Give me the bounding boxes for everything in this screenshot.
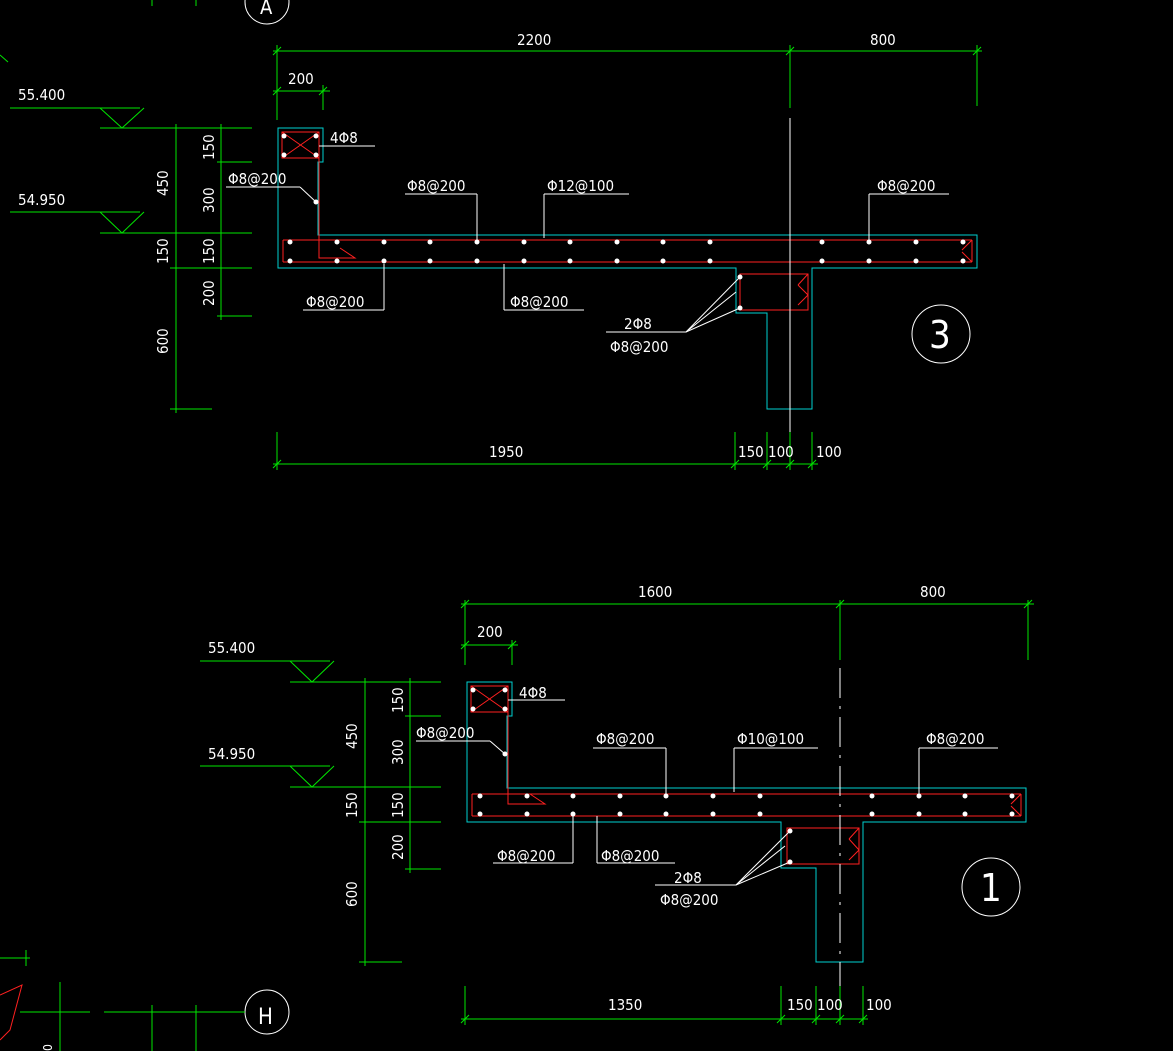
dim-left-600: 600: [154, 328, 172, 354]
dim-left-150c-b: 150: [343, 792, 361, 818]
grid-bubble-a: A: [151, 0, 290, 25]
label-4phi8: 4Φ8: [330, 129, 358, 147]
dim-100a-bot-b: 100: [817, 996, 843, 1014]
label-top-main-b: Φ10@100: [737, 730, 804, 748]
bar-dots-bottom: [470, 687, 1015, 865]
dim-2200: 2200: [517, 31, 551, 49]
dim-100b-bot-b: 100: [866, 996, 892, 1014]
dim-1350: 1350: [608, 996, 642, 1014]
dim-left-150a-b: 150: [389, 687, 407, 713]
dim-left-600-b: 600: [343, 881, 361, 907]
elev-54950-b: 54.950: [208, 745, 255, 763]
dim-left-200-b: 200: [389, 834, 407, 860]
dim-left-300: 300: [200, 187, 218, 213]
section-3: A 2200 800 200 55.400: [0, 0, 982, 470]
slab-outline-1: [466, 681, 1027, 963]
dim-100b-bot: 100: [816, 443, 842, 461]
dim-left-300-b: 300: [389, 739, 407, 765]
section-marker-1: 1: [961, 857, 1021, 917]
top-dimension-chain-1: 1600 800 200: [460, 583, 1034, 665]
dim-left-150a: 150: [200, 134, 218, 160]
elev-55400-b: 55.400: [208, 639, 255, 657]
label-beam-bars-b: 2Φ8: [674, 869, 702, 887]
dim-left-150b-b: 150: [389, 792, 407, 818]
top-dimension-chain: 2200 800 200: [272, 31, 982, 120]
grid-bubble-h: H 0: [0, 950, 290, 1051]
label-top-left: Φ8@200: [407, 177, 465, 195]
label-top-left-b: Φ8@200: [596, 730, 654, 748]
dim-150-bot-b: 150: [787, 996, 813, 1014]
dim-200-b: 200: [477, 623, 503, 641]
rebar-labels-top: 4Φ8 Φ8@200 Φ8@200 Φ12@100 Φ8@200 Φ8@200 …: [226, 129, 949, 356]
label-beam-stirrup-b: Φ8@200: [660, 891, 718, 909]
label-4phi8-b: 4Φ8: [519, 684, 547, 702]
rebar-labels-bottom: 4Φ8 Φ8@200 Φ8@200 Φ10@100 Φ8@200 Φ8@200 …: [416, 684, 998, 909]
dim-800-b: 800: [920, 583, 946, 601]
label-top-main: Φ12@100: [547, 177, 614, 195]
label-bot-mid-b: Φ8@200: [601, 847, 659, 865]
rebar-bottom: [470, 685, 1022, 865]
elev-54950: 54.950: [18, 191, 65, 209]
bottom-dimension-chain-1: 1350 150 100 100: [460, 986, 892, 1025]
dim-1950: 1950: [489, 443, 523, 461]
dim-left-450-b: 450: [343, 723, 361, 749]
label-beam-bars: 2Φ8: [624, 315, 652, 333]
dim-1600: 1600: [638, 583, 672, 601]
dim-150-bot: 150: [738, 443, 764, 461]
grid-bubble-a-label: A: [260, 0, 273, 19]
dim-left-450: 450: [154, 170, 172, 196]
label-top-right-b: Φ8@200: [926, 730, 984, 748]
label-bot-mid: Φ8@200: [510, 293, 568, 311]
bottom-dimension-chain-top: 1950 150 100 100: [272, 432, 842, 470]
section-marker-3: 3: [911, 304, 971, 364]
label-beam-stirrup: Φ8@200: [610, 338, 668, 356]
dim-800: 800: [870, 31, 896, 49]
rebar-top: [281, 131, 973, 311]
dim-left-200: 200: [200, 280, 218, 306]
left-dimension-chain-1: 150 300 150 200 450 150 600: [343, 678, 441, 966]
grid-bubble-h-label: H: [258, 1005, 273, 1030]
label-top-right: Φ8@200: [877, 177, 935, 195]
label-stirrup: Φ8@200: [228, 170, 286, 188]
dim-200: 200: [288, 70, 314, 88]
elev-55400: 55.400: [18, 86, 65, 104]
section-marker-3-label: 3: [929, 313, 951, 357]
left-dimension-chain: 150 300 150 200 450 150 600: [154, 124, 252, 413]
partial-label: 0: [41, 1044, 55, 1051]
label-stirrup-b: Φ8@200: [416, 724, 474, 742]
elevation-markers: 55.400 54.950: [0, 54, 176, 234]
slab-outline: [277, 127, 978, 410]
elevation-markers-1: 55.400 54.950: [200, 639, 370, 788]
label-bot-left-b: Φ8@200: [497, 847, 555, 865]
section-1: 1600 800 200 55.400 54.950: [0, 583, 1034, 1051]
dim-100a-bot: 100: [768, 443, 794, 461]
section-marker-1-label: 1: [980, 866, 1002, 910]
label-bot-left: Φ8@200: [306, 293, 364, 311]
dim-left-150b: 150: [200, 238, 218, 264]
dim-left-150c: 150: [154, 238, 172, 264]
